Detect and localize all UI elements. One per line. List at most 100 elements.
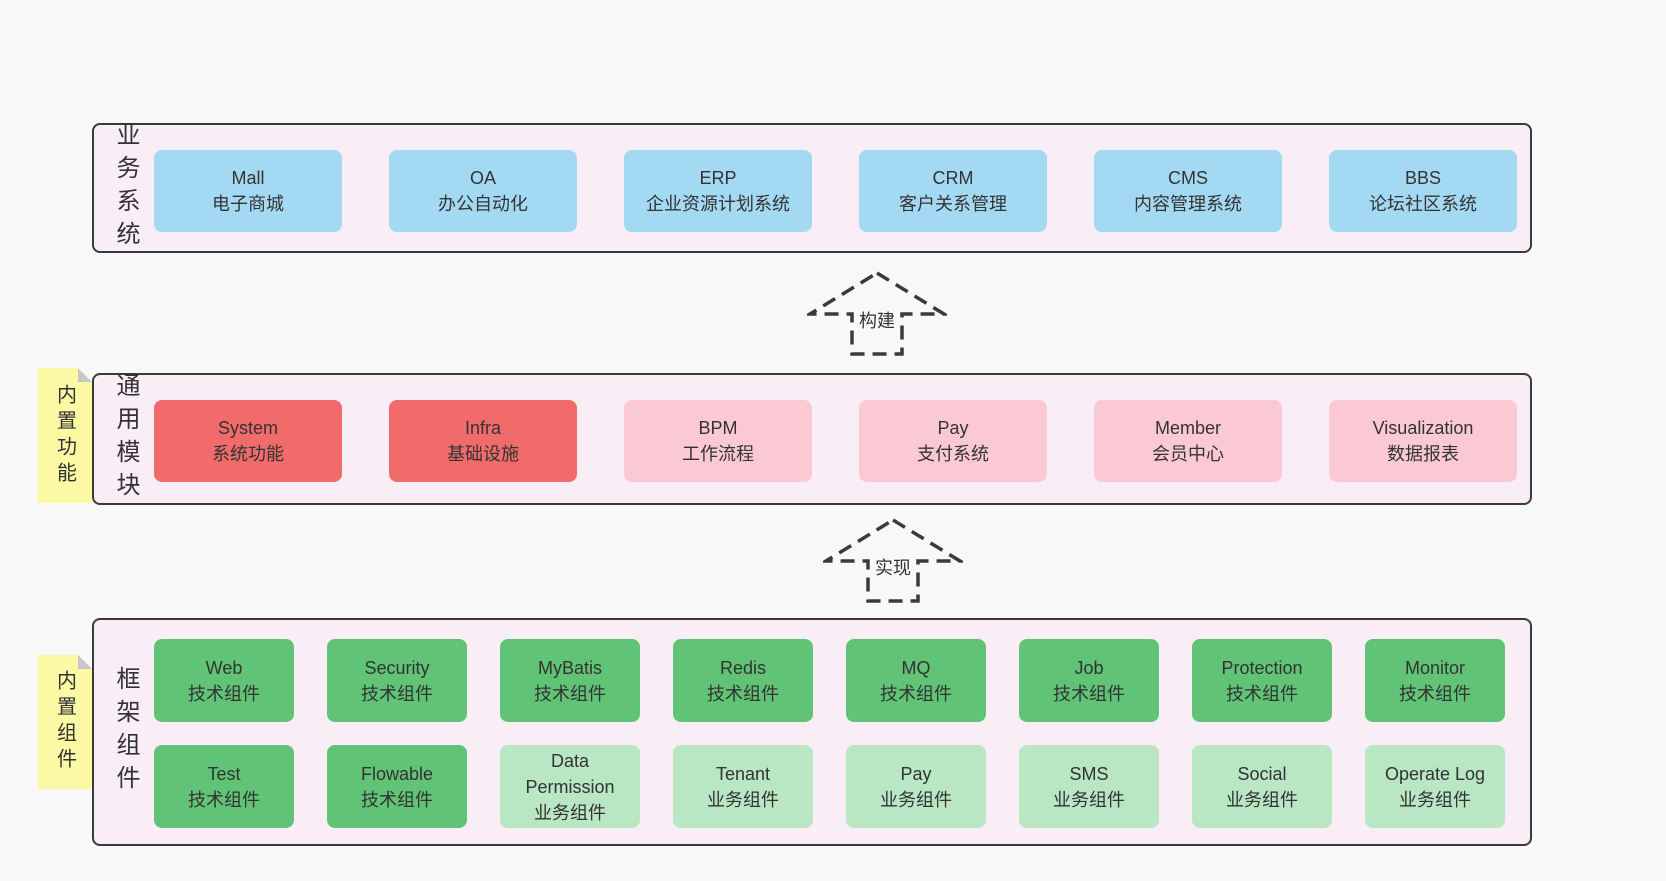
arrow-build-label: 构建 bbox=[856, 306, 898, 334]
box-title: Pay bbox=[900, 763, 932, 784]
box-job: Job 技术组件 bbox=[1019, 639, 1159, 722]
box-title: Protection bbox=[1221, 657, 1303, 678]
box-title: Monitor bbox=[1404, 657, 1466, 678]
sticky-label: 内置功能 bbox=[53, 383, 76, 488]
box-title: Mall bbox=[231, 168, 265, 188]
box-subtitle: 技术组件 bbox=[1226, 683, 1298, 704]
box-oa: OA 办公自动化 bbox=[389, 150, 577, 232]
box-erp: ERP 企业资源计划系统 bbox=[624, 150, 812, 232]
box-subtitle: 技术组件 bbox=[707, 683, 779, 704]
box-subtitle: 业务组件 bbox=[880, 789, 952, 810]
box-subtitle: 业务组件 bbox=[707, 789, 779, 810]
box-mq: MQ 技术组件 bbox=[846, 639, 986, 722]
modules-box-row: System 系统功能 Infra 基础设施 BPM 工作流程 Pay 支付系统… bbox=[154, 400, 1517, 482]
box-subtitle: 基础设施 bbox=[447, 444, 519, 464]
up-block-arrow-icon bbox=[807, 270, 947, 356]
box-member: Member 会员中心 bbox=[1094, 400, 1282, 482]
box-title: CMS bbox=[1168, 168, 1208, 188]
box-system: System 系统功能 bbox=[154, 400, 342, 482]
box-protection: Protection 技术组件 bbox=[1192, 639, 1332, 722]
box-subtitle: 技术组件 bbox=[188, 789, 260, 810]
box-title: Member bbox=[1154, 418, 1221, 438]
box-subtitle: 业务组件 bbox=[1399, 789, 1471, 810]
box-title: Web bbox=[205, 657, 243, 678]
box-sms: SMS 业务组件 bbox=[1019, 745, 1159, 828]
box-social: Social 业务组件 bbox=[1192, 745, 1332, 828]
box-subtitle: 内容管理系统 bbox=[1134, 194, 1242, 214]
box-pay-component: Pay 业务组件 bbox=[846, 745, 986, 828]
box-bpm: BPM 工作流程 bbox=[624, 400, 812, 482]
panel-common-modules: 通用模块 System 系统功能 Infra 基础设施 BPM 工作流程 Pay… bbox=[92, 373, 1532, 505]
box-title: OA bbox=[469, 168, 496, 188]
box-title: SMS bbox=[1069, 763, 1109, 784]
box-title: ERP bbox=[699, 168, 737, 188]
box-title: Operate Log bbox=[1384, 763, 1486, 784]
box-subtitle: 办公自动化 bbox=[438, 194, 528, 214]
box-title: BBS bbox=[1404, 168, 1442, 188]
box-mybatis: MyBatis 技术组件 bbox=[500, 639, 640, 722]
box-subtitle: 技术组件 bbox=[880, 683, 952, 704]
box-title: Redis bbox=[719, 657, 767, 678]
box-title: Social bbox=[1237, 763, 1287, 784]
box-mall: Mall 电子商城 bbox=[154, 150, 342, 232]
up-block-arrow-icon bbox=[823, 517, 963, 603]
box-title: Job bbox=[1074, 657, 1104, 678]
box-subtitle: 技术组件 bbox=[188, 683, 260, 704]
box-subtitle: 电子商城 bbox=[212, 194, 284, 214]
box-title: Flowable bbox=[360, 763, 434, 784]
box-subtitle: 业务组件 bbox=[1053, 789, 1125, 810]
arrow-implement: 实现 bbox=[823, 517, 963, 603]
box-web: Web 技术组件 bbox=[154, 639, 294, 722]
business-box-row: Mall 电子商城 OA 办公自动化 ERP 企业资源计划系统 CRM 客户关系… bbox=[154, 150, 1517, 232]
box-subtitle: 系统功能 bbox=[212, 444, 284, 464]
box-title: MQ bbox=[901, 657, 931, 678]
box-visualization: Visualization 数据报表 bbox=[1329, 400, 1517, 482]
box-subtitle: 技术组件 bbox=[534, 683, 606, 704]
box-tenant: Tenant 业务组件 bbox=[673, 745, 813, 828]
box-cms: CMS 内容管理系统 bbox=[1094, 150, 1282, 232]
box-subtitle: 技术组件 bbox=[361, 789, 433, 810]
box-title: Security bbox=[364, 657, 430, 678]
box-bbs: BBS 论坛社区系统 bbox=[1329, 150, 1517, 232]
sticky-note-builtin-features: 内置功能 bbox=[38, 368, 92, 503]
box-subtitle: 会员中心 bbox=[1152, 444, 1224, 464]
sticky-note-builtin-components: 内置组件 bbox=[38, 655, 92, 789]
box-subtitle: 技术组件 bbox=[1053, 683, 1125, 704]
box-title: Data Permission bbox=[525, 750, 615, 797]
box-subtitle: 论坛社区系统 bbox=[1369, 194, 1477, 214]
box-title: Tenant bbox=[715, 763, 771, 784]
panel-modules-label: 通用模块 bbox=[112, 373, 139, 505]
box-title: System bbox=[217, 418, 278, 438]
box-operate-log: Operate Log 业务组件 bbox=[1365, 745, 1505, 828]
box-pay-system: Pay 支付系统 bbox=[859, 400, 1047, 482]
box-subtitle: 数据报表 bbox=[1387, 444, 1459, 464]
box-subtitle: 支付系统 bbox=[917, 444, 989, 464]
panel-components-label: 框架组件 bbox=[112, 666, 139, 798]
box-title: MyBatis bbox=[537, 657, 602, 678]
arrow-implement-label: 实现 bbox=[872, 553, 914, 581]
box-subtitle: 业务组件 bbox=[1226, 789, 1298, 810]
box-subtitle: 技术组件 bbox=[361, 683, 433, 704]
box-title: Pay bbox=[937, 418, 969, 438]
box-subtitle: 客户关系管理 bbox=[899, 194, 1007, 214]
box-subtitle: 企业资源计划系统 bbox=[646, 194, 790, 214]
panel-business-systems: 业务系统 Mall 电子商城 OA 办公自动化 ERP 企业资源计划系统 CRM… bbox=[92, 122, 1532, 254]
panel-business-label: 业务系统 bbox=[112, 122, 139, 254]
components-box-row-1: Web 技术组件 Security 技术组件 MyBatis 技术组件 Redi… bbox=[154, 639, 1505, 722]
box-title: Test bbox=[207, 763, 241, 784]
box-subtitle: 技术组件 bbox=[1399, 683, 1471, 704]
box-test: Test 技术组件 bbox=[154, 745, 294, 828]
components-box-row-2: Test 技术组件 Flowable 技术组件 Data Permission … bbox=[154, 745, 1505, 828]
box-subtitle: 工作流程 bbox=[682, 444, 754, 464]
panel-framework-components: 框架组件 Web 技术组件 Security 技术组件 MyBatis 技术组件… bbox=[92, 618, 1532, 846]
box-monitor: Monitor 技术组件 bbox=[1365, 639, 1505, 722]
box-crm: CRM 客户关系管理 bbox=[859, 150, 1047, 232]
box-title: Visualization bbox=[1372, 418, 1474, 438]
box-flowable: Flowable 技术组件 bbox=[327, 745, 467, 828]
box-redis: Redis 技术组件 bbox=[673, 639, 813, 722]
box-infra: Infra 基础设施 bbox=[389, 400, 577, 482]
box-title: Infra bbox=[464, 418, 502, 438]
arrow-build: 构建 bbox=[807, 270, 947, 356]
box-data-permission: Data Permission 业务组件 bbox=[500, 745, 640, 828]
box-subtitle: 业务组件 bbox=[534, 802, 606, 823]
